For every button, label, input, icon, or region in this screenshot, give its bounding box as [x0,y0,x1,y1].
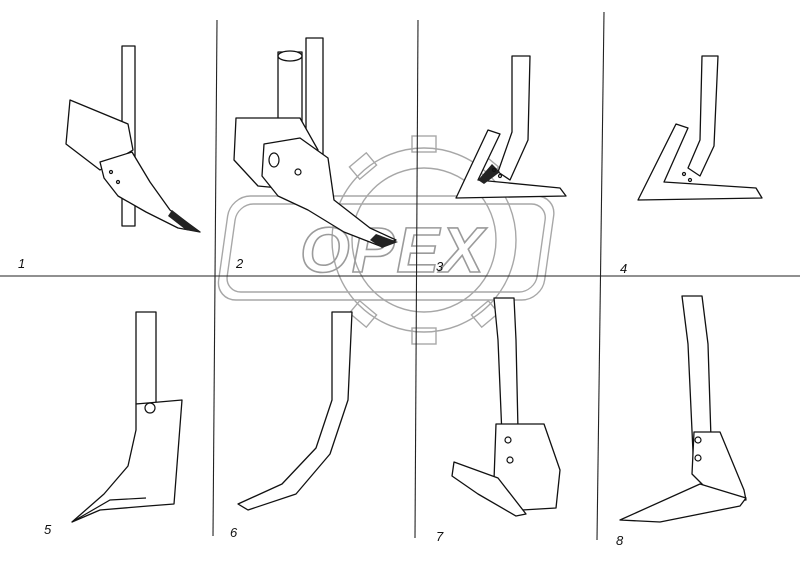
tool-3-drawing [455,55,567,199]
label-7: 7 [436,529,444,544]
gear-teeth [348,135,500,345]
tool-5-drawing [71,311,183,523]
tool-4-drawing [637,55,763,201]
label-5: 5 [44,522,52,537]
grid-lines [0,11,800,541]
label-3: 3 [436,259,444,274]
label-8: 8 [616,533,624,548]
tool-2-drawing [233,37,398,248]
tool-7-drawing [451,297,561,517]
label-6: 6 [230,525,238,540]
watermark-text: OPEX [300,214,487,286]
tool-6-drawing [237,311,353,511]
watermark-logo: OPEX [217,135,555,345]
label-4: 4 [620,261,628,276]
label-1: 1 [18,256,26,271]
label-2: 2 [236,256,244,271]
tool-1-drawing [65,45,201,233]
tool-8-drawing [619,295,747,523]
